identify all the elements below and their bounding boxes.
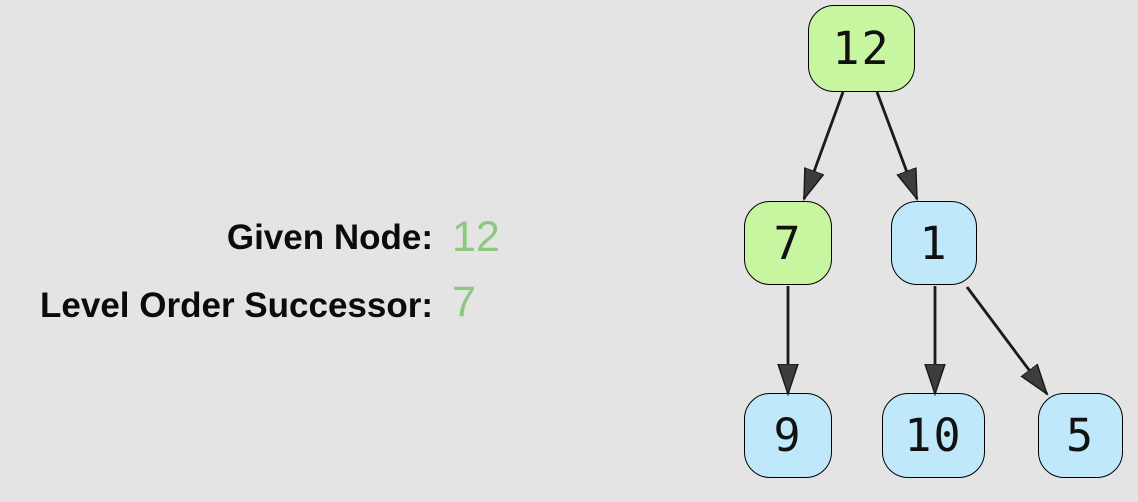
- level-order-successor-value: 7: [452, 278, 476, 326]
- given-node-label: Given Node:: [226, 218, 433, 257]
- tree-node-1: 1: [891, 201, 977, 285]
- tree-node-12: 12: [808, 5, 915, 92]
- tree-node-10: 10: [882, 393, 985, 478]
- tree-node-5: 5: [1038, 393, 1123, 478]
- level-order-successor-label: Level Order Successor:: [40, 286, 433, 325]
- tree-node-9: 9: [744, 393, 832, 478]
- tree-node-7: 7: [744, 201, 832, 285]
- given-node-value: 12: [452, 213, 500, 261]
